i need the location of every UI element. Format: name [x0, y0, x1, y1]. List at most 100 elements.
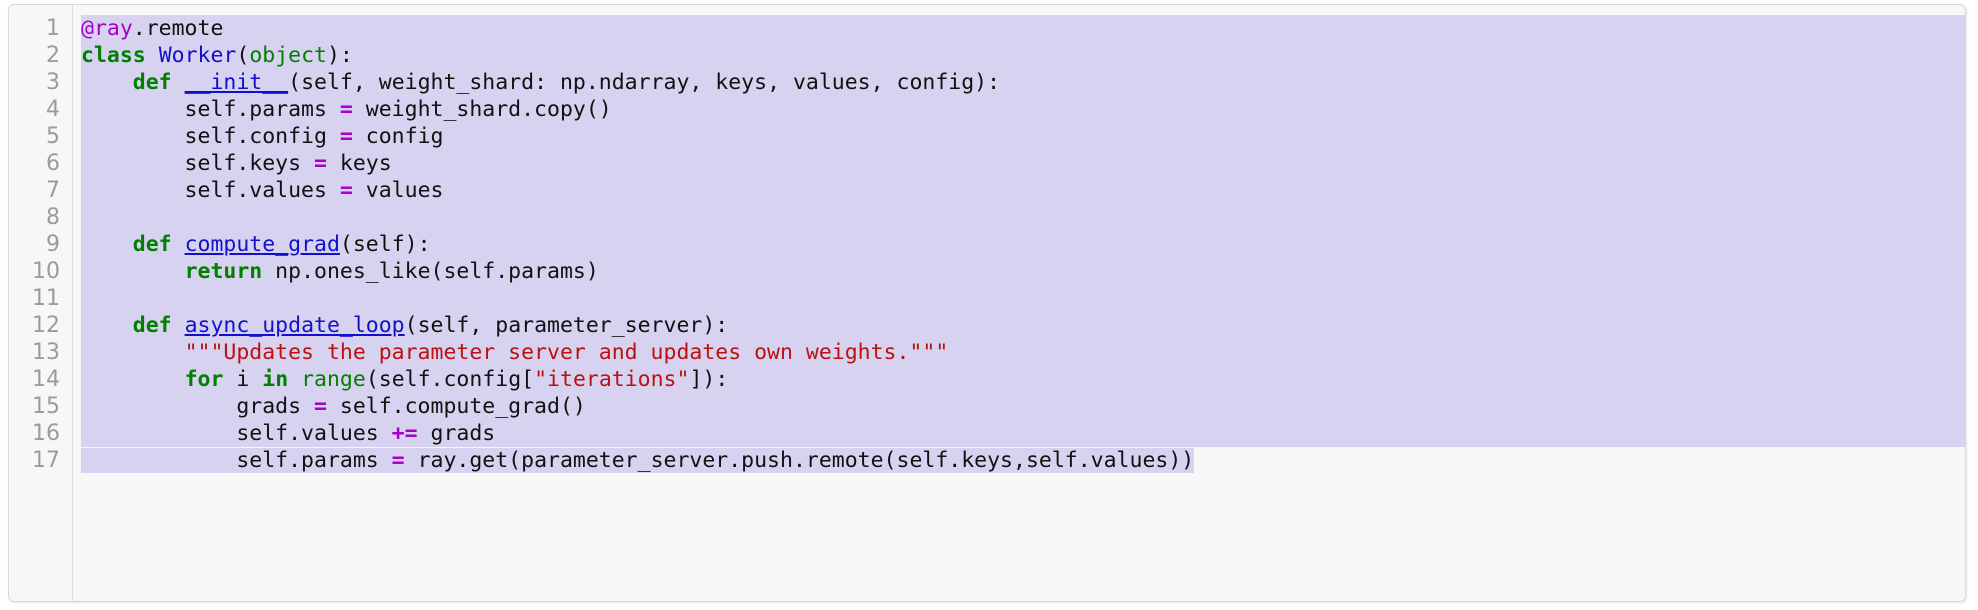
code-line-text: @ray.remote	[81, 16, 223, 41]
code-token-plain	[81, 367, 185, 392]
code-line[interactable]: self.keys = keys	[81, 150, 1965, 177]
code-line[interactable]: self.params = ray.get(parameter_server.p…	[81, 447, 1965, 474]
code-line[interactable]: def compute_grad(self):	[81, 231, 1965, 258]
code-token-plain: ray.get(parameter_server.push.remote(sel…	[404, 448, 1195, 473]
code-token-plain	[146, 43, 159, 68]
code-token-plain: values	[352, 178, 444, 203]
code-line-text: def compute_grad(self):	[81, 232, 431, 257]
code-token-kw: def	[132, 313, 172, 338]
code-line[interactable]: return np.ones_like(self.params)	[81, 258, 1965, 285]
code-token-op: =	[339, 97, 353, 122]
code-line[interactable]: @ray.remote	[81, 15, 1965, 42]
code-token-plain	[81, 232, 133, 257]
code-token-plain: (self):	[339, 232, 431, 257]
line-number: 8	[46, 205, 60, 230]
code-token-plain: self.keys	[81, 151, 314, 176]
code-line[interactable]: self.values = values	[81, 177, 1965, 204]
code-token-plain: grads	[417, 421, 496, 446]
line-number: 14	[32, 367, 60, 392]
code-token-plain: (self, parameter_server):	[404, 313, 729, 338]
code-token-plain: np.ones_like(self.params)	[262, 259, 599, 284]
code-token-plain: self.values	[81, 421, 392, 446]
line-number: 11	[32, 286, 60, 311]
code-token-builtin: object	[249, 43, 327, 68]
code-token-fn: Worker	[158, 43, 237, 68]
code-token-op: =	[391, 448, 405, 473]
line-number: 4	[46, 97, 60, 122]
code-token-plain	[172, 70, 185, 95]
code-token-op: =	[314, 394, 327, 419]
code-token-deco: @ray	[81, 16, 133, 41]
code-token-str: "iterations"	[534, 367, 690, 392]
line-number: 13	[32, 340, 60, 365]
code-line[interactable]: self.params = weight_shard.copy()	[81, 96, 1965, 123]
code-line[interactable]: self.config = config	[81, 123, 1965, 150]
code-line-text: class Worker(object):	[81, 43, 353, 68]
line-number: 15	[32, 394, 60, 419]
code-token-op: =	[314, 151, 327, 176]
code-token-plain: self.values	[81, 178, 340, 203]
code-token-plain: self.params	[81, 448, 392, 473]
code-token-str: """Updates the parameter server and upda…	[184, 340, 949, 365]
code-token-plain: self.config	[81, 124, 340, 149]
code-token-fn-u: async_update_loop	[184, 313, 405, 338]
code-line-text: self.config = config	[81, 124, 444, 149]
code-line[interactable]: def __init__(self, weight_shard: np.ndar…	[81, 69, 1965, 96]
code-token-plain	[81, 259, 185, 284]
code-token-op: =	[339, 124, 353, 149]
code-line[interactable]: """Updates the parameter server and upda…	[81, 339, 1965, 366]
code-token-plain	[81, 70, 133, 95]
code-token-plain: weight_shard.copy()	[352, 97, 612, 122]
line-number: 9	[46, 232, 60, 257]
code-line[interactable]: for i in range(self.config["iterations"]…	[81, 366, 1965, 393]
code-token-plain: config	[352, 124, 444, 149]
code-token-kw: def	[132, 70, 172, 95]
code-line-text: self.values = values	[81, 178, 444, 203]
code-line[interactable]: grads = self.compute_grad()	[81, 393, 1965, 420]
code-token-op: =	[339, 178, 353, 203]
code-token-plain: grads	[81, 394, 314, 419]
code-line[interactable]: class Worker(object):	[81, 42, 1965, 69]
code-token-plain: (self, weight_shard: np.ndarray, keys, v…	[288, 70, 1001, 95]
code-token-kw: return	[184, 259, 263, 284]
code-line[interactable]	[81, 204, 1965, 231]
code-token-plain: ]):	[689, 367, 729, 392]
code-line-text: grads = self.compute_grad()	[81, 394, 586, 419]
code-line[interactable]: self.values += grads	[81, 420, 1965, 447]
code-token-plain: (self.config[	[365, 367, 535, 392]
code-token-plain: .remote	[132, 16, 224, 41]
line-number: 16	[32, 421, 60, 446]
code-token-kw: for	[184, 367, 224, 392]
code-token-plain	[81, 313, 133, 338]
code-line-text: return np.ones_like(self.params)	[81, 259, 599, 284]
code-line-text: def __init__(self, weight_shard: np.ndar…	[81, 70, 1000, 95]
code-line-text: def async_update_loop(self, parameter_se…	[81, 313, 728, 338]
code-token-plain: ):	[326, 43, 353, 68]
code-token-kw: def	[132, 232, 172, 257]
line-number: 6	[46, 151, 60, 176]
code-line-text: """Updates the parameter server and upda…	[81, 340, 949, 365]
line-number: 10	[32, 259, 60, 284]
line-number: 5	[46, 124, 60, 149]
code-token-plain	[288, 367, 301, 392]
code-token-plain: self.compute_grad()	[326, 394, 586, 419]
code-token-builtin: range	[301, 367, 366, 392]
code-token-op: +=	[391, 421, 418, 446]
code-token-plain	[172, 232, 185, 257]
code-token-plain	[172, 313, 185, 338]
line-number: 2	[46, 43, 60, 68]
line-number: 3	[46, 70, 60, 95]
code-line[interactable]: def async_update_loop(self, parameter_se…	[81, 312, 1965, 339]
code-line-text: self.values += grads	[81, 421, 495, 446]
line-number: 17	[32, 448, 60, 473]
code-line-text: for i in range(self.config["iterations"]…	[81, 367, 729, 392]
code-token-fn-u: compute_grad	[184, 232, 340, 257]
code-token-plain: keys	[326, 151, 392, 176]
line-number: 1	[46, 16, 60, 41]
code-token-plain: self.params	[81, 97, 340, 122]
code-line[interactable]	[81, 285, 1965, 312]
code-token-fn-u: __init__	[184, 70, 289, 95]
code-token-plain	[81, 340, 185, 365]
